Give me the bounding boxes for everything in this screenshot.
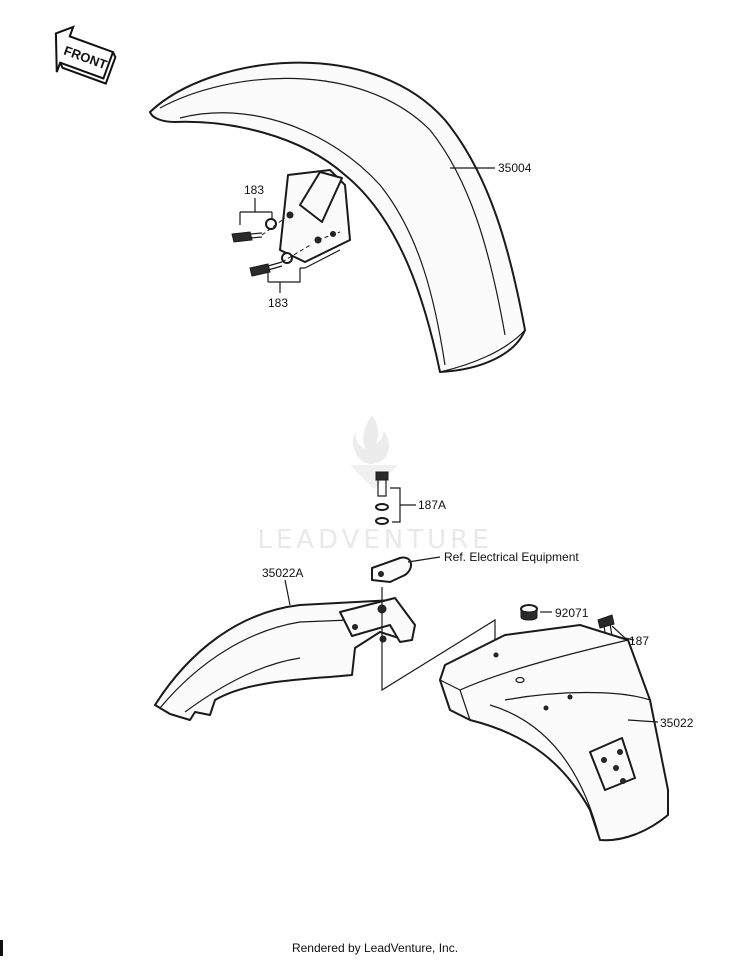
- front-arrow-icon: FRONT: [54, 25, 117, 85]
- corner-mark: [0, 940, 3, 956]
- callout-187: 187: [629, 634, 649, 648]
- callout-ref-electrical: Ref. Electrical Equipment: [444, 550, 579, 564]
- callout-183-lower: 183: [268, 296, 288, 310]
- rear-fender: [439, 624, 669, 842]
- callout-92071: 92071: [555, 606, 589, 620]
- rear-inner-fender: [154, 597, 416, 721]
- front-bolt-lower: [249, 243, 313, 277]
- mount-hole-icon: [379, 635, 387, 643]
- callout-183-upper: 183: [244, 183, 264, 197]
- callout-35022a: 35022A: [262, 566, 303, 580]
- mount-hole-icon: [613, 765, 619, 771]
- mount-hole-icon: [620, 778, 626, 784]
- front-fender: [149, 61, 526, 373]
- wire-clamp: [371, 556, 412, 583]
- callout-187a: 187A: [418, 498, 446, 512]
- mount-hole-icon: [286, 211, 294, 219]
- mount-hole-icon: [617, 749, 623, 755]
- front-bolt-upper: [231, 217, 286, 243]
- washer-icon: [375, 503, 389, 511]
- mount-hole-icon: [601, 757, 607, 763]
- callout-35022: 35022: [660, 716, 694, 730]
- mount-hole-icon: [352, 624, 358, 630]
- footer-credit: Rendered by LeadVenture, Inc.: [291, 941, 459, 955]
- watermark-text: LEADVENTURE: [257, 525, 492, 555]
- washer-icon: [265, 218, 277, 230]
- callout-35004: 35004: [498, 161, 532, 175]
- grommet: [520, 604, 538, 621]
- rear-bolt-assembly: [375, 471, 389, 525]
- watermark: LEADVENTURE: [257, 415, 492, 555]
- washer-icon: [375, 517, 389, 525]
